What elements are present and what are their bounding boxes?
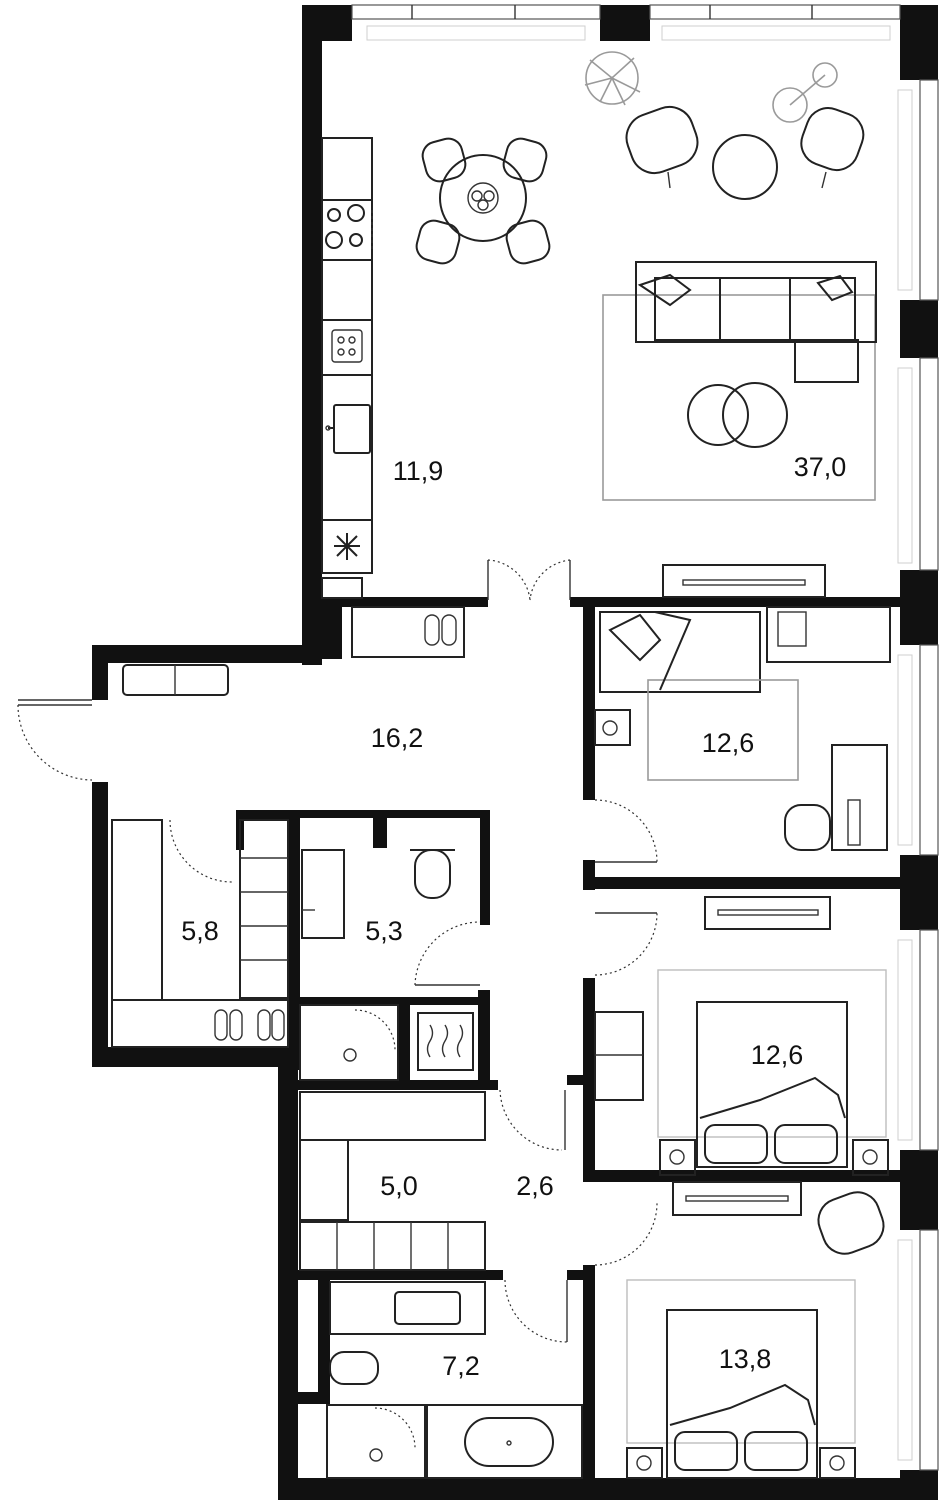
toilet-icon — [329, 1351, 379, 1385]
area-label-storage: 5,0 — [380, 1171, 418, 1201]
floor-lamp-icon — [772, 62, 838, 123]
area-label-bedroom-bottom: 13,8 — [719, 1344, 772, 1374]
tv-unit-icon — [662, 564, 826, 598]
armchair-icon — [625, 105, 865, 189]
bed-double-icon — [657, 969, 887, 1168]
dressing-shelves-icon — [111, 819, 289, 1048]
kitchen-counter — [321, 137, 373, 599]
plant-icon — [584, 51, 641, 106]
area-label-bathroom-small: 5,3 — [365, 916, 403, 946]
area-label-kitchen: 11,9 — [393, 456, 444, 486]
wardrobe-icon — [594, 896, 831, 1101]
area-label-bathroom-large: 7,2 — [442, 1351, 480, 1381]
stove-icon — [325, 204, 365, 249]
sink-icon — [325, 404, 371, 454]
interior-walls — [236, 597, 910, 1485]
door-swings — [17, 559, 658, 1449]
shower-icon — [326, 1404, 426, 1479]
sofa-icon — [635, 261, 877, 383]
shower-icon — [299, 1004, 399, 1081]
area-label-bedroom-top: 12,6 — [702, 728, 755, 758]
wardrobe-icon — [672, 1181, 802, 1216]
bench-icon — [122, 664, 229, 696]
exterior-walls — [92, 5, 938, 1500]
wardrobe-icon — [766, 606, 891, 663]
fridge-snowflake-icon — [334, 533, 360, 560]
oven-icon — [331, 329, 363, 363]
nightstand-icon — [626, 1447, 856, 1479]
area-label-dressing-room: 5,8 — [181, 916, 219, 946]
area-label-bedroom-middle: 12,6 — [751, 1040, 804, 1070]
dining-table-icon — [415, 137, 551, 265]
round-table-icon — [712, 134, 778, 200]
area-label-hallway: 16,2 — [371, 723, 424, 753]
area-labels: 11,9 37,0 16,2 12,6 5,8 5,3 12,6 5,0 2,6… — [181, 452, 846, 1381]
bed-double-icon — [626, 1279, 856, 1479]
wash-basin-icon — [301, 849, 345, 939]
bed-single-icon — [599, 611, 799, 781]
coffee-table-icon — [687, 382, 788, 448]
shoe-cabinet-icon — [351, 606, 465, 658]
area-label-living-room: 37,0 — [794, 452, 847, 482]
toilet-icon — [410, 849, 455, 899]
armchair-icon — [817, 1191, 885, 1255]
area-label-corridor: 2,6 — [516, 1171, 554, 1201]
windows — [18, 4, 939, 1471]
storage-shelves-icon — [299, 1091, 486, 1271]
desk-icon — [784, 744, 888, 851]
bathtub-icon — [426, 1404, 583, 1479]
water-heater-icon — [417, 1012, 474, 1071]
nightstand-icon — [594, 709, 631, 746]
double-basin-icon — [329, 1281, 486, 1335]
living-area-rug — [602, 294, 876, 501]
nightstand-icon — [659, 1139, 889, 1176]
